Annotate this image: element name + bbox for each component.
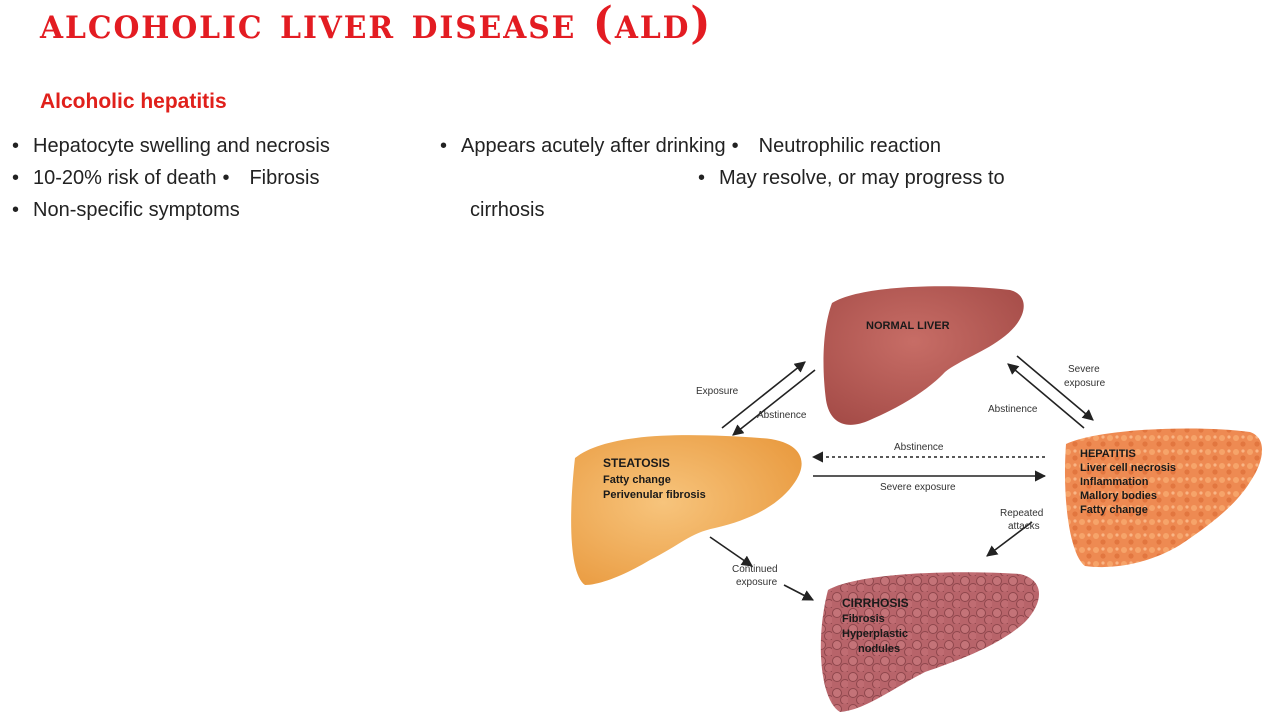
bullet-glyph: •: [440, 135, 448, 157]
arrow-normal-to-steatosis: [732, 369, 816, 436]
bullet-glyph: •: [731, 135, 739, 157]
normal-liver-shape: [823, 286, 1024, 425]
bullet-fibrosis: Fibrosis: [249, 167, 320, 189]
bullet-glyph: •: [12, 167, 20, 189]
bullet-cirrhosis-continuation: cirrhosis: [470, 199, 545, 221]
label-exposure: Exposure: [696, 386, 739, 397]
label-abstinence-right: Abstinence: [988, 404, 1038, 415]
bullet-line-2b: • May resolve, or may progress to: [698, 167, 1005, 190]
cirrhosis-line-2: Hyperplastic: [842, 628, 908, 640]
cirrhosis-liver-node: CIRRHOSIS Fibrosis Hyperplastic nodules: [820, 572, 1040, 712]
label-continued-exposure-1: Continued: [732, 564, 778, 575]
label-repeated-attacks-2: attacks: [1008, 521, 1040, 532]
bullet-line-1: • Hepatocyte swelling and necrosis: [12, 135, 330, 158]
label-severe-exposure-right-2: exposure: [1064, 378, 1106, 389]
hepatitis-line-3: Mallory bodies: [1080, 490, 1157, 502]
bullet-glyph: •: [222, 167, 230, 189]
bullet-glyph: •: [12, 199, 20, 221]
arrow-steatosis-to-cirrhosis: [709, 536, 753, 567]
label-repeated-attacks-1: Repeated: [1000, 508, 1043, 519]
bullet-appears: Appears acutely after drinking: [461, 135, 726, 157]
arrow-hepatitis-to-cirrhosis: [986, 521, 1033, 557]
hepatitis-liver-shape: [1064, 428, 1263, 568]
bullet-hepatocyte: Hepatocyte swelling and necrosis: [33, 135, 330, 157]
arrow-hepatitis-to-normal: [1007, 363, 1085, 429]
steatosis-title: STEATOSIS: [603, 456, 670, 470]
cirrhosis-line-1: Fibrosis: [842, 613, 885, 625]
cirrhosis-liver-shape: [820, 572, 1040, 712]
label-abstinence-middle: Abstinence: [894, 442, 944, 453]
hepatitis-liver-node: HEPATITIS Liver cell necrosis Inflammati…: [1064, 428, 1263, 568]
steatosis-line-2: Perivenular fibrosis: [603, 489, 706, 501]
cirrhosis-line-3: nodules: [858, 643, 900, 655]
label-severe-exposure-middle: Severe exposure: [880, 482, 956, 493]
hepatitis-line-4: Fatty change: [1080, 504, 1148, 516]
bullet-line-3: • Non-specific symptoms: [12, 199, 240, 222]
hepatitis-line-2: Inflammation: [1080, 476, 1149, 488]
normal-liver-node: NORMAL LIVER: [823, 286, 1024, 425]
bullet-line-3b: cirrhosis: [470, 199, 544, 222]
label-severe-exposure-right-1: Severe: [1068, 364, 1100, 375]
label-abstinence-left: Abstinence: [757, 410, 807, 421]
arrow-normal-to-hepatitis: [1016, 355, 1094, 421]
bullet-neutrophilic: Neutrophilic reaction: [758, 135, 941, 157]
bullet-risk: 10-20% risk of death: [33, 167, 217, 189]
steatosis-liver-shape: [571, 435, 802, 585]
slide-subtitle: Alcoholic hepatitis: [40, 90, 227, 113]
arrow-steatosis-to-normal: [721, 361, 806, 429]
bullet-glyph: •: [12, 135, 20, 157]
hepatitis-title: HEPATITIS: [1080, 448, 1136, 460]
normal-liver-title: NORMAL LIVER: [866, 320, 950, 332]
bullet-line-2: •10-20% risk of death•Fibrosis: [12, 167, 319, 190]
bullet-nonspecific: Non-specific symptoms: [33, 199, 240, 221]
bullet-glyph: •: [698, 167, 706, 189]
steatosis-liver-node: STEATOSIS Fatty change Perivenular fibro…: [571, 435, 802, 585]
bullet-resolve: May resolve, or may progress to: [719, 167, 1005, 189]
cirrhosis-title: CIRRHOSIS: [842, 596, 909, 610]
arrow-continued-exposure-tail: [783, 584, 814, 601]
steatosis-line-1: Fatty change: [603, 474, 671, 486]
hepatitis-line-1: Liver cell necrosis: [1080, 462, 1176, 474]
slide-title: Alcoholic Liver Disease (ALD): [40, 0, 713, 49]
bullet-line-1b: •Appears acutely after drinking•Neutroph…: [440, 135, 941, 158]
label-continued-exposure-2: exposure: [736, 577, 778, 588]
